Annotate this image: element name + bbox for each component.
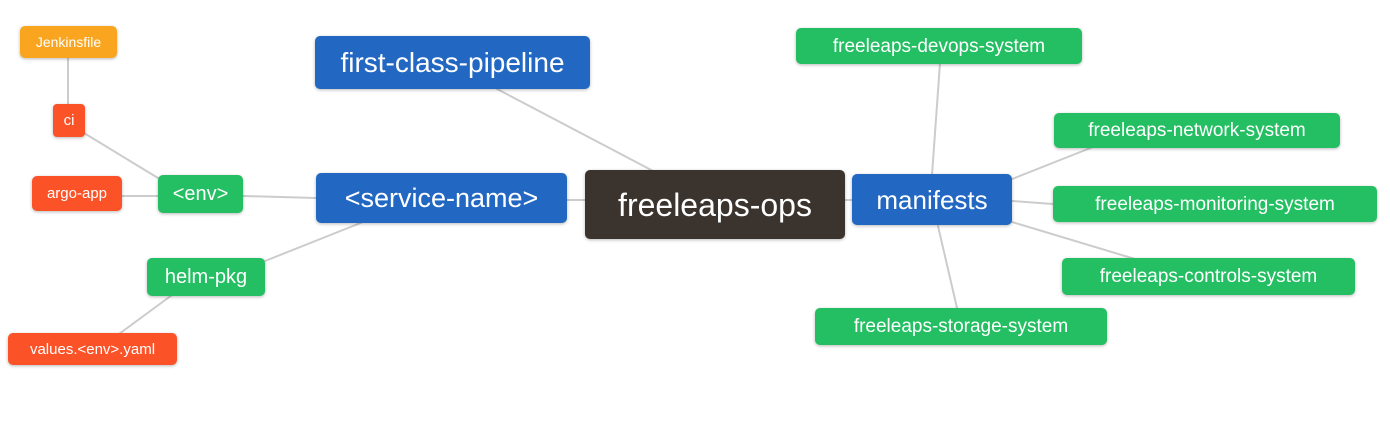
- node-freeleaps-controls-system[interactable]: freeleaps-controls-system: [1062, 258, 1355, 295]
- edge-env-servicename: [242, 195, 317, 199]
- edge-manifests-devops: [931, 62, 941, 176]
- node-helm-pkg[interactable]: helm-pkg: [147, 258, 265, 296]
- edge-ci-env: [83, 132, 159, 179]
- node-first-class-pipeline[interactable]: first-class-pipeline: [315, 36, 590, 89]
- edge-manifests-storage: [937, 225, 958, 309]
- node-freeleaps-ops[interactable]: freeleaps-ops: [585, 170, 845, 239]
- edge-servicename-helmpkg: [264, 221, 364, 262]
- node-ci[interactable]: ci: [53, 104, 85, 137]
- node-env[interactable]: <env>: [158, 175, 243, 213]
- node-values-env-yaml[interactable]: values.<env>.yaml: [8, 333, 177, 365]
- node-freeleaps-storage-system[interactable]: freeleaps-storage-system: [815, 308, 1107, 345]
- edge-manifests-network: [1011, 146, 1094, 180]
- node-argo-app[interactable]: argo-app: [32, 176, 122, 211]
- node-jenkinsfile[interactable]: Jenkinsfile: [20, 26, 117, 58]
- node-freeleaps-devops-system[interactable]: freeleaps-devops-system: [796, 28, 1082, 64]
- node-freeleaps-network-system[interactable]: freeleaps-network-system: [1054, 113, 1340, 148]
- node-manifests[interactable]: manifests: [852, 174, 1012, 225]
- node-freeleaps-monitoring-system[interactable]: freeleaps-monitoring-system: [1053, 186, 1377, 222]
- edge-manifests-monitoring: [1011, 200, 1054, 205]
- edge-helmpkg-values: [118, 294, 173, 335]
- edge-manifests-controls: [1011, 221, 1136, 260]
- edge-pipeline-freeleapsops: [496, 88, 656, 173]
- node-service-name[interactable]: <service-name>: [316, 173, 567, 223]
